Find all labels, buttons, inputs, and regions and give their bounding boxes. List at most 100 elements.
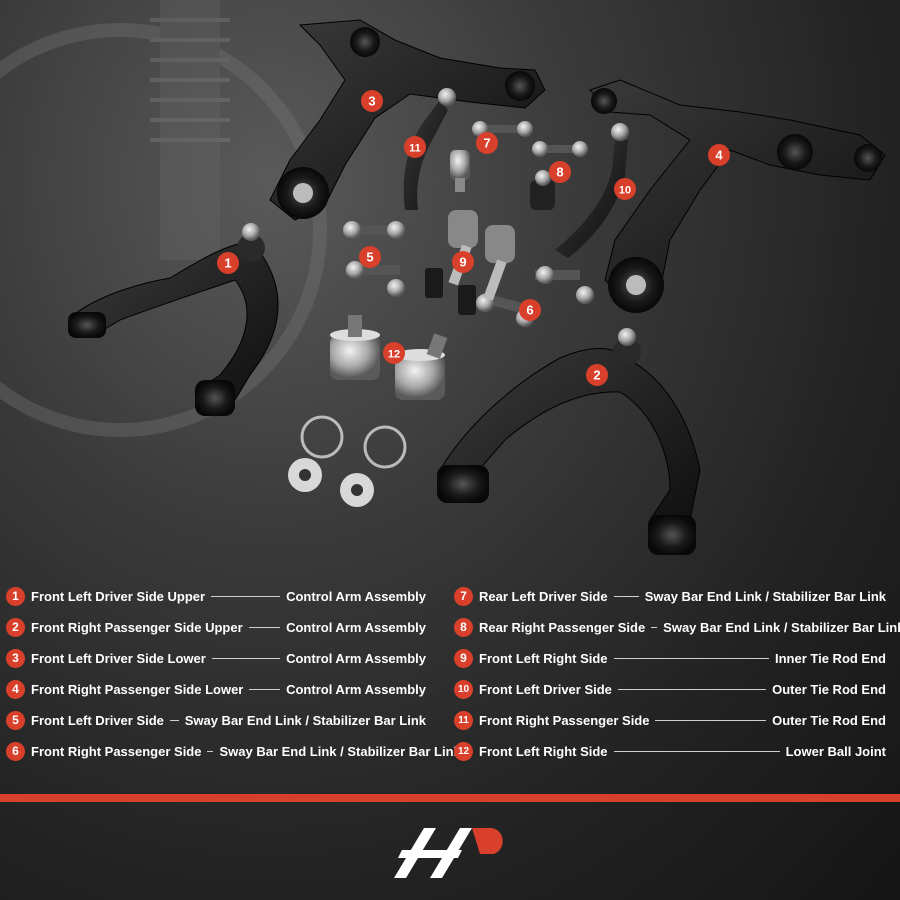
legend-position: Front Left Driver Side <box>31 712 164 728</box>
legend-number-badge: 9 <box>454 648 473 668</box>
legend-position: Front Left Driver Side Upper <box>31 588 206 604</box>
legend-position: Front Right Passenger Side Lower <box>31 681 244 697</box>
legend-part-name: Control Arm Assembly <box>286 650 426 666</box>
sway-bar-links <box>343 121 594 327</box>
callout-5: 5 <box>359 246 381 268</box>
callout-label: 7 <box>483 136 490 151</box>
legend-number-badge: 11 <box>454 710 473 730</box>
legend-number-badge: 5 <box>6 710 25 730</box>
legend-part-name: Outer Tie Rod End <box>772 681 886 697</box>
legend-position: Front Right Passenger Side Upper <box>31 619 243 635</box>
lower-control-arm-right <box>589 79 886 313</box>
upper-control-arm-right <box>437 328 701 555</box>
legend-number-badge: 1 <box>6 586 25 606</box>
legend-position: Front Right Passenger Side <box>479 712 650 728</box>
legend-position: Front Right Passenger Side <box>31 743 202 759</box>
callout-label: 8 <box>556 165 563 180</box>
legend-part-name: Lower Ball Joint <box>785 743 886 759</box>
accent-divider <box>0 794 900 802</box>
legend-leader-line <box>211 595 281 597</box>
legend-number-badge: 2 <box>6 617 25 637</box>
legend-part-name: Control Arm Assembly <box>286 681 426 697</box>
legend-part-name: Sway Bar End Link / Stabilizer Bar Link <box>219 743 461 759</box>
outer-tie-rod-end-right <box>403 88 456 210</box>
callout-label: 4 <box>715 148 723 163</box>
outer-tie-rod-end-left <box>555 123 629 258</box>
legend-number-badge: 6 <box>6 741 25 761</box>
callout-label: 3 <box>368 94 375 109</box>
legend-leader-line <box>249 688 281 690</box>
legend-position: Front Left Driver Side <box>479 681 612 697</box>
callout-2: 2 <box>586 364 608 386</box>
legend-part-name: Sway Bar End Link / Stabilizer Bar Link <box>644 588 886 604</box>
legend-row-8: 8 Rear Right Passenger Side Sway Bar End L… <box>454 616 900 638</box>
legend-part-name: Control Arm Assembly <box>286 619 426 635</box>
callout-11: 11 <box>404 136 426 158</box>
legend-row-7: 7 Rear Left Driver Side Sway Bar End Link … <box>454 585 886 607</box>
callout-7: 7 <box>476 132 498 154</box>
callout-3: 3 <box>361 90 383 112</box>
legend-number-badge: 4 <box>6 679 25 699</box>
legend-row-6: 6 Front Right Passenger Side Sway Bar End … <box>6 740 461 762</box>
callout-label: 9 <box>459 255 466 270</box>
legend-row-11: 11 Front Right Passenger Side Outer Tie Ro… <box>454 709 886 731</box>
legend-row-4: 4 Front Right Passenger Side Lower Control… <box>6 678 426 700</box>
legend-row-5: 5 Front Left Driver Side Sway Bar End Link… <box>6 709 426 731</box>
callout-label: 1 <box>224 256 231 271</box>
callout-label: 2 <box>593 368 600 383</box>
legend-leader-line <box>211 657 281 659</box>
legend-number-badge: 3 <box>6 648 25 668</box>
legend-part-name: Outer Tie Rod End <box>772 712 886 728</box>
legend-row-12: 12 Front Left Right Side Lower Ball Joint <box>454 740 886 762</box>
callout-4: 4 <box>708 144 730 166</box>
legend-leader-line <box>613 595 639 597</box>
legend-position: Rear Right Passenger Side <box>479 619 646 635</box>
callout-12: 12 <box>383 342 405 364</box>
legend-number-badge: 10 <box>454 679 473 699</box>
legend-row-2: 2 Front Right Passenger Side Upper Control… <box>6 616 426 638</box>
legend-leader-line <box>613 750 780 752</box>
legend-leader-line <box>207 750 214 752</box>
lower-control-arm-left <box>269 19 546 221</box>
legend-part-name: Sway Bar End Link / Stabilizer Bar Link <box>184 712 426 728</box>
brand-logo-icon <box>372 820 512 890</box>
callout-label: 10 <box>619 185 631 197</box>
legend-row-1: 1 Front Left Driver Side Upper Control Arm… <box>6 585 426 607</box>
callout-9: 9 <box>452 251 474 273</box>
legend-row-10: 10 Front Left Driver Side Outer Tie Rod En… <box>454 678 886 700</box>
legend-row-9: 9 Front Left Right Side Inner Tie Rod End <box>454 647 886 669</box>
lower-ball-joints <box>330 315 448 400</box>
callout-label: 12 <box>388 349 400 361</box>
legend-part-name: Inner Tie Rod End <box>775 650 886 666</box>
callout-label: 5 <box>366 250 373 265</box>
legend-leader-line <box>169 719 179 721</box>
legend-row-3: 3 Front Left Driver Side Lower Control Arm… <box>6 647 426 669</box>
legend-number-badge: 12 <box>454 741 473 761</box>
callout-label: 11 <box>409 143 421 155</box>
callout-1: 1 <box>217 252 239 274</box>
callout-10: 10 <box>614 178 636 200</box>
callout-8: 8 <box>549 161 571 183</box>
legend-position: Front Left Driver Side Lower <box>31 650 206 666</box>
snap-rings-and-washers <box>288 415 407 507</box>
legend-leader-line <box>248 626 281 628</box>
legend-leader-line <box>651 626 658 628</box>
legend-part-name: Sway Bar End Link / Stabilizer Bar Link <box>663 619 900 635</box>
legend-position: Front Left Right Side <box>479 743 608 759</box>
legend-leader-line <box>613 657 769 659</box>
legend-leader-line <box>617 688 767 690</box>
legend-number-badge: 8 <box>454 617 473 637</box>
callout-label: 6 <box>526 303 533 318</box>
background-strut <box>0 0 327 437</box>
legend-position: Rear Left Driver Side <box>479 588 608 604</box>
upper-control-arm-left <box>68 223 279 416</box>
legend-part-name: Control Arm Assembly <box>286 588 426 604</box>
legend-position: Front Left Right Side <box>479 650 608 666</box>
legend-leader-line <box>655 719 767 721</box>
callout-6: 6 <box>519 299 541 321</box>
legend-number-badge: 7 <box>454 586 473 606</box>
